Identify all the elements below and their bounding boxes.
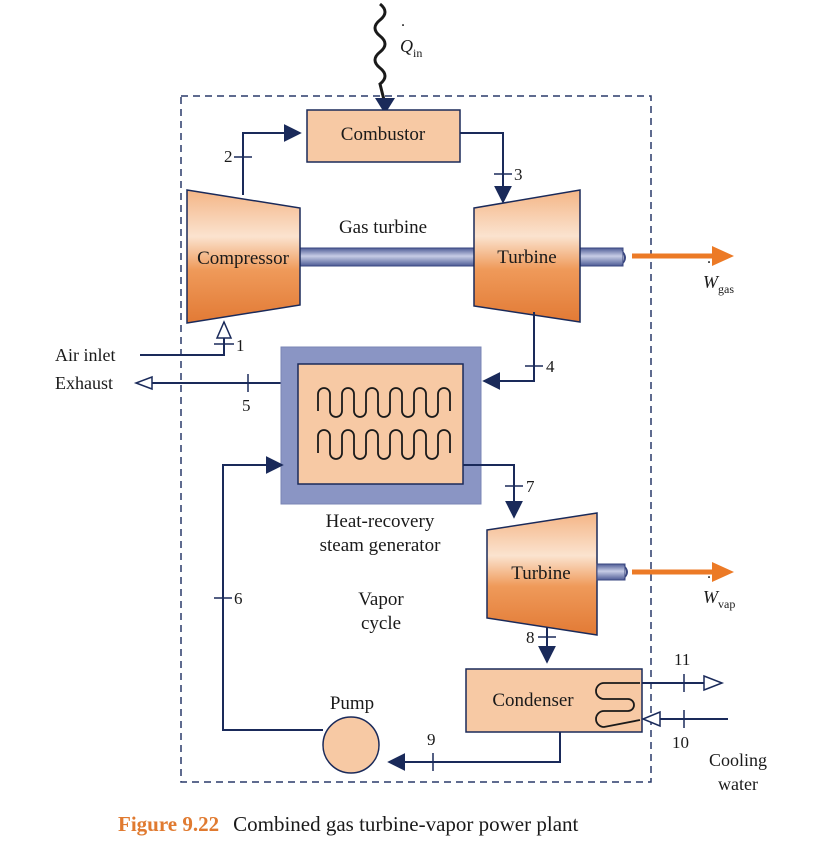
vapor-shaft: [596, 563, 626, 581]
q-in-dot: ˙: [400, 20, 406, 40]
gas-turbine: [473, 189, 581, 323]
cooling-water-line2: water: [718, 774, 758, 794]
w-gas-arrowhead: [712, 246, 734, 266]
vapor-turbine-label: Turbine: [511, 563, 570, 584]
exhaust-arrowhead: [133, 375, 153, 391]
gas-turbine-label: Gas turbine: [339, 217, 427, 238]
shaft-end-gas: [621, 249, 626, 266]
q-in-label: Qin: [400, 36, 422, 60]
condenser-coil: [595, 682, 641, 728]
vapor-turbine: [486, 512, 598, 636]
heat-input-arrowhead: [375, 98, 395, 114]
state-5: 5: [242, 396, 251, 415]
state-4: 4: [546, 357, 555, 376]
hrsg-core: [297, 363, 464, 485]
w-gas-dot: ˙: [706, 257, 712, 277]
hrsg-label-line1: Heat-recovery: [326, 511, 435, 532]
air-inlet-flow: [140, 322, 225, 356]
w-vap-label: Wvap: [703, 587, 735, 611]
cooling-water-line1: Cooling: [709, 750, 767, 770]
state-3: 3: [514, 165, 523, 184]
hrsg-coil-lower: [317, 429, 451, 460]
pump: [322, 716, 380, 774]
condenser-label: Condenser: [492, 690, 574, 711]
figure-title: Combined gas turbine-vapor power plant: [233, 812, 579, 836]
flow-3: [460, 132, 512, 204]
air-inlet-arrowhead: [215, 320, 233, 339]
hrsg-coil-upper: [317, 387, 451, 418]
hrsg-label-line2: steam generator: [320, 535, 441, 556]
control-volume-boundary: [180, 95, 652, 783]
condenser-box: [465, 668, 643, 733]
shaft-end-vap: [623, 564, 628, 580]
state-10: 10: [672, 733, 689, 752]
w-vap-arrowhead: [712, 562, 734, 582]
combustor-label: Combustor: [341, 124, 426, 145]
cooling-out-arrowhead: [703, 674, 725, 692]
compressor: [186, 189, 301, 324]
state-8: 8: [526, 628, 535, 647]
state-11: 11: [674, 650, 690, 669]
vapor-cycle-line2: cycle: [361, 613, 401, 634]
state-6: 6: [234, 589, 243, 608]
flow-4: [482, 312, 535, 390]
state-7: 7: [526, 477, 535, 496]
flow-2: [242, 124, 302, 195]
exhaust-label: Exhaust: [55, 373, 113, 393]
state-2: 2: [224, 147, 233, 166]
heat-input-wave: [373, 2, 387, 105]
w-vap-dot: ˙: [706, 572, 712, 592]
figure-number: Figure 9.22: [118, 812, 220, 836]
state-9: 9: [427, 730, 436, 749]
state-1: 1: [236, 336, 245, 355]
combustor-box: [306, 109, 461, 163]
pump-label: Pump: [330, 693, 374, 714]
w-gas-label: Wgas: [703, 272, 734, 296]
gas-turbine-unit-label: Turbine: [497, 247, 556, 268]
flow-9: [387, 732, 561, 771]
flow-7: [463, 464, 523, 519]
vapor-cycle-line1: Vapor: [358, 589, 404, 610]
compressor-label: Compressor: [197, 248, 290, 269]
cooling-in-arrowhead: [641, 710, 661, 728]
figure-caption: Figure 9.22 Combined gas turbine-vapor po…: [118, 812, 578, 837]
air-inlet-label: Air inlet: [55, 345, 116, 365]
